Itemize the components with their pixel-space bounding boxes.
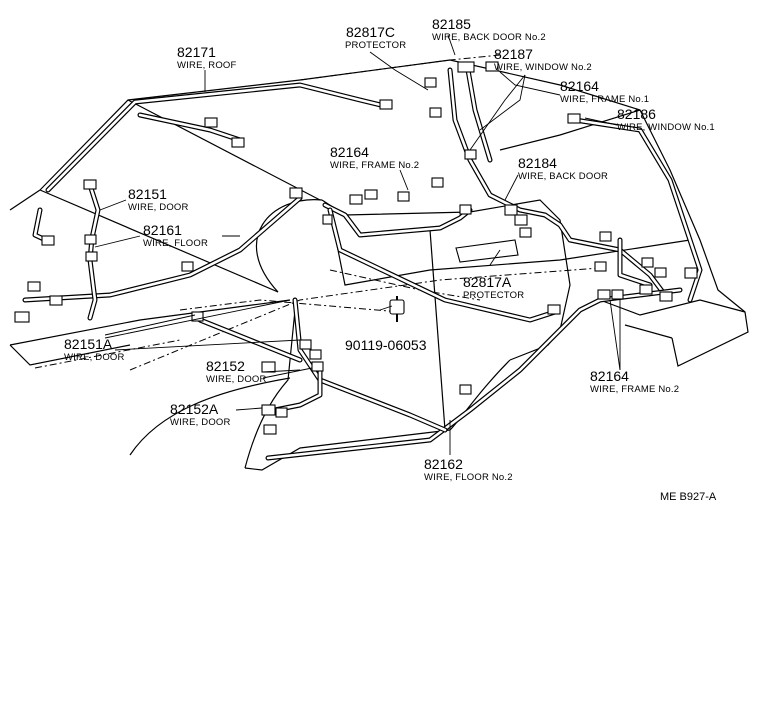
part-desc-82187: WIRE, WINDOW No.2 [494,62,592,73]
body-outline [9,59,749,471]
part-desc-82185: WIRE, BACK DOOR No.2 [432,32,546,43]
part-number-82162: 82162 [424,456,463,472]
part-desc-82151: WIRE, DOOR [128,202,189,213]
leader-lines [94,34,621,455]
part-number-82186: 82186 [617,106,656,122]
part-desc-82171: WIRE, ROOF [177,60,237,71]
part-number-82817a: 82817A [463,274,512,290]
connectors [14,61,698,435]
part-desc-82161: WIRE, FLOOR [143,238,208,249]
part-desc-82164-frame1: WIRE, FRAME No.1 [560,94,649,105]
part-number-82171: 82171 [177,44,216,60]
part-desc-82151a: WIRE, DOOR [64,352,125,363]
reference-code: ME B927-A [660,491,717,503]
part-desc-82152: WIRE, DOOR [206,374,267,385]
part-number-82151a: 82151A [64,336,113,352]
part-number-90119-06053: 90119-06053 [345,337,427,353]
part-labels: 82171 WIRE, ROOF 82817C PROTECTOR 82185 … [64,16,717,503]
part-number-82152: 82152 [206,358,245,374]
part-desc-82164-frame2-upper: WIRE, FRAME No.2 [330,160,419,171]
part-number-82185: 82185 [432,16,471,32]
part-number-82817c: 82817C [346,24,395,40]
part-number-82184: 82184 [518,155,557,171]
part-desc-82164-frame2-lower: WIRE, FRAME No.2 [590,384,679,395]
part-number-82151: 82151 [128,186,167,202]
part-number-82187: 82187 [494,46,533,62]
wire-harnesses [22,67,703,461]
part-number-82161: 82161 [143,222,182,238]
bolt-icon [389,296,405,322]
part-desc-82162: WIRE, FLOOR No.2 [424,472,513,483]
part-desc-82817c: PROTECTOR [345,40,406,51]
part-number-82152a: 82152A [170,401,219,417]
part-number-82164-frame2-upper: 82164 [330,144,369,160]
part-desc-82184: WIRE, BACK DOOR [518,171,608,182]
part-desc-82186: WIRE, WINDOW No.1 [617,122,715,133]
part-desc-82817a: PROTECTOR [463,290,524,301]
part-number-82164-frame1: 82164 [560,78,599,94]
protector-plate [455,239,519,263]
part-desc-82152a: WIRE, DOOR [170,417,231,428]
part-number-82164-frame2-lower: 82164 [590,368,629,384]
